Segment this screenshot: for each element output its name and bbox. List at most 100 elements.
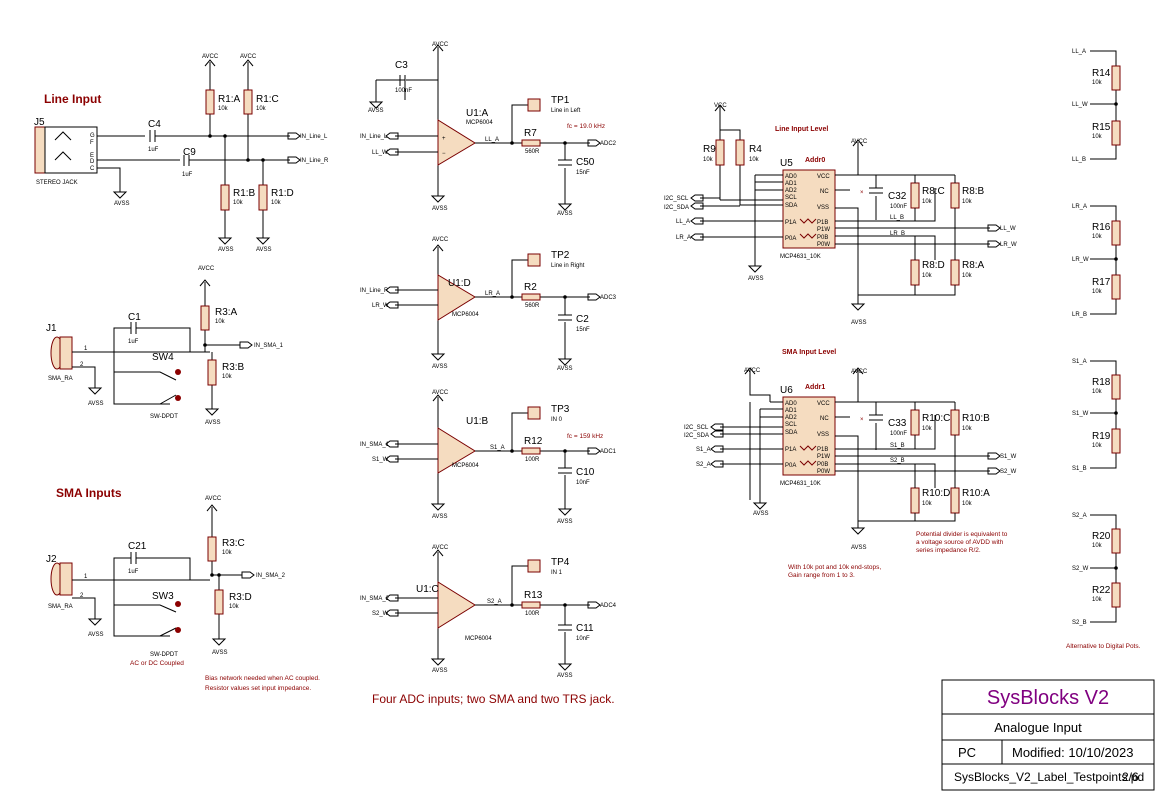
svg-text:P0B: P0B <box>817 235 828 241</box>
svg-text:E: E <box>90 153 94 159</box>
svg-text:1uF: 1uF <box>182 172 193 178</box>
svg-text:10k: 10k <box>1092 80 1103 86</box>
svg-text:series impedance R/2.: series impedance R/2. <box>916 547 981 554</box>
svg-text:10k: 10k <box>922 199 933 205</box>
svg-text:C3: C3 <box>395 60 408 71</box>
digital-pot-u6: U6 Addr1 AD0 AD1 AD2 SCL SDA P1A P0A VCC… <box>780 384 836 487</box>
svg-text:S2_A: S2_A <box>1072 513 1087 519</box>
svg-text:100R: 100R <box>525 611 540 617</box>
svg-text:NC: NC <box>820 189 829 195</box>
svg-text:10k: 10k <box>962 273 973 279</box>
svg-text:LL_W: LL_W <box>372 150 388 156</box>
svg-text:P0A: P0A <box>785 463 796 469</box>
svg-text:100nF: 100nF <box>395 88 412 94</box>
svg-text:+: + <box>442 136 446 142</box>
svg-text:2: 2 <box>80 362 84 368</box>
svg-text:SW4: SW4 <box>152 352 174 363</box>
svg-text:R10:B: R10:B <box>962 413 990 424</box>
svg-text:10nF: 10nF <box>576 480 590 486</box>
svg-text:S1_A: S1_A <box>1072 359 1087 365</box>
svg-text:P1A: P1A <box>785 220 796 226</box>
svg-text:LR_W: LR_W <box>1000 242 1017 248</box>
svg-text:R8:A: R8:A <box>962 260 985 271</box>
svg-text:AVCC: AVCC <box>432 237 449 243</box>
svg-text:10k: 10k <box>922 426 933 432</box>
svg-text:AVSS: AVSS <box>432 206 448 212</box>
svg-text:1uF: 1uF <box>128 569 139 575</box>
opamp-u1a: AVCC AVSS U1:A MCP6004 IN_Line_L LL_W +− <box>360 42 493 212</box>
svg-text:C9: C9 <box>183 147 196 158</box>
svg-text:10k: 10k <box>962 199 973 205</box>
svg-text:10k: 10k <box>1092 234 1103 240</box>
sma-connector-j2: J2 SMA_RA <box>46 554 73 610</box>
svg-text:AVCC: AVCC <box>202 54 219 60</box>
svg-text:AVSS: AVSS <box>753 511 769 517</box>
svg-text:10k: 10k <box>218 106 229 112</box>
svg-text:C1: C1 <box>128 312 141 323</box>
title-block-title: SysBlocks V2 <box>987 687 1109 709</box>
title-block-filename: SysBlocks_V2_Label_Testpoints.pd <box>954 770 1144 784</box>
svg-text:1uF: 1uF <box>148 147 159 153</box>
svg-text:10k: 10k <box>922 501 933 507</box>
svg-text:AVSS: AVSS <box>218 247 234 253</box>
svg-text:I2C_SDA: I2C_SDA <box>684 433 709 439</box>
svg-text:Bias network needed when AC co: Bias network needed when AC coupled. <box>205 675 320 682</box>
svg-text:AVSS: AVSS <box>212 650 228 656</box>
svg-text:VCC: VCC <box>817 401 830 407</box>
svg-text:TP2: TP2 <box>551 250 570 261</box>
svg-text:IN_Line_L: IN_Line_L <box>300 134 328 140</box>
svg-text:R2: R2 <box>524 282 537 293</box>
digital-pot-u5: U5 Addr0 AD0 AD1 AD2 SCL SDA P1A P0A VCC… <box>780 157 836 260</box>
svg-text:10k: 10k <box>233 200 244 206</box>
svg-text:I2C_SDA: I2C_SDA <box>664 205 689 211</box>
svg-text:LR_A: LR_A <box>485 291 500 297</box>
svg-text:LL_A: LL_A <box>676 219 690 225</box>
svg-text:10k: 10k <box>1092 134 1103 140</box>
svg-text:AVSS: AVSS <box>557 673 573 679</box>
svg-text:D: D <box>90 159 95 165</box>
svg-text:R1:C: R1:C <box>256 94 279 105</box>
svg-text:R9: R9 <box>703 144 716 155</box>
svg-text:J2: J2 <box>46 554 57 565</box>
opamp-u1b: AVCC AVSS U1:B MCP6004 IN_SMA_1 S1_W <box>360 390 489 520</box>
svg-text:AVSS: AVSS <box>256 247 272 253</box>
svg-text:LL_B: LL_B <box>890 215 904 221</box>
svg-text:IN_SMA_2: IN_SMA_2 <box>360 596 390 602</box>
svg-text:SW3: SW3 <box>152 591 174 602</box>
svg-text:I2C_SCL: I2C_SCL <box>664 196 689 202</box>
svg-text:C: C <box>90 166 95 172</box>
svg-text:R13: R13 <box>524 590 543 601</box>
svg-text:SDA: SDA <box>785 203 797 209</box>
svg-text:Resistor values set input impe: Resistor values set input impedance. <box>205 685 311 692</box>
svg-text:AD2: AD2 <box>785 188 797 194</box>
sma-connector-j1: J1 SMA_RA <box>46 323 73 382</box>
svg-text:AVCC: AVCC <box>198 266 215 272</box>
svg-text:AD0: AD0 <box>785 401 797 407</box>
svg-text:VSS: VSS <box>817 432 829 438</box>
svg-text:IN_Line_R: IN_Line_R <box>360 288 389 294</box>
svg-text:C2: C2 <box>576 314 589 325</box>
svg-text:P1A: P1A <box>785 447 796 453</box>
svg-text:SMA_RA: SMA_RA <box>48 376 73 382</box>
svg-text:10k: 10k <box>256 106 267 112</box>
svg-text:10k: 10k <box>703 157 714 163</box>
svg-text:LR_W: LR_W <box>1072 257 1089 263</box>
svg-text:LR_A: LR_A <box>676 235 691 241</box>
svg-text:R19: R19 <box>1092 431 1111 442</box>
svg-text:SW-DPDT: SW-DPDT <box>150 414 178 420</box>
heading-sma-input-level: SMA Input Level <box>782 349 836 356</box>
svg-text:TP1: TP1 <box>551 95 570 106</box>
svg-text:NC: NC <box>820 416 829 422</box>
svg-text:S2_W: S2_W <box>372 611 389 617</box>
svg-text:MCP6004: MCP6004 <box>452 463 479 469</box>
svg-text:VCC: VCC <box>817 174 830 180</box>
svg-text:Gain range from 1 to 3.: Gain range from 1 to 3. <box>788 572 855 579</box>
svg-text:R14: R14 <box>1092 68 1111 79</box>
svg-text:IN_Line_L: IN_Line_L <box>360 134 388 140</box>
svg-text:R1:A: R1:A <box>218 94 241 105</box>
svg-text:AVCC: AVCC <box>240 54 257 60</box>
svg-text:1: 1 <box>84 574 88 580</box>
svg-text:SCL: SCL <box>785 422 797 428</box>
svg-text:C21: C21 <box>128 541 147 552</box>
svg-text:TP4: TP4 <box>551 557 570 568</box>
